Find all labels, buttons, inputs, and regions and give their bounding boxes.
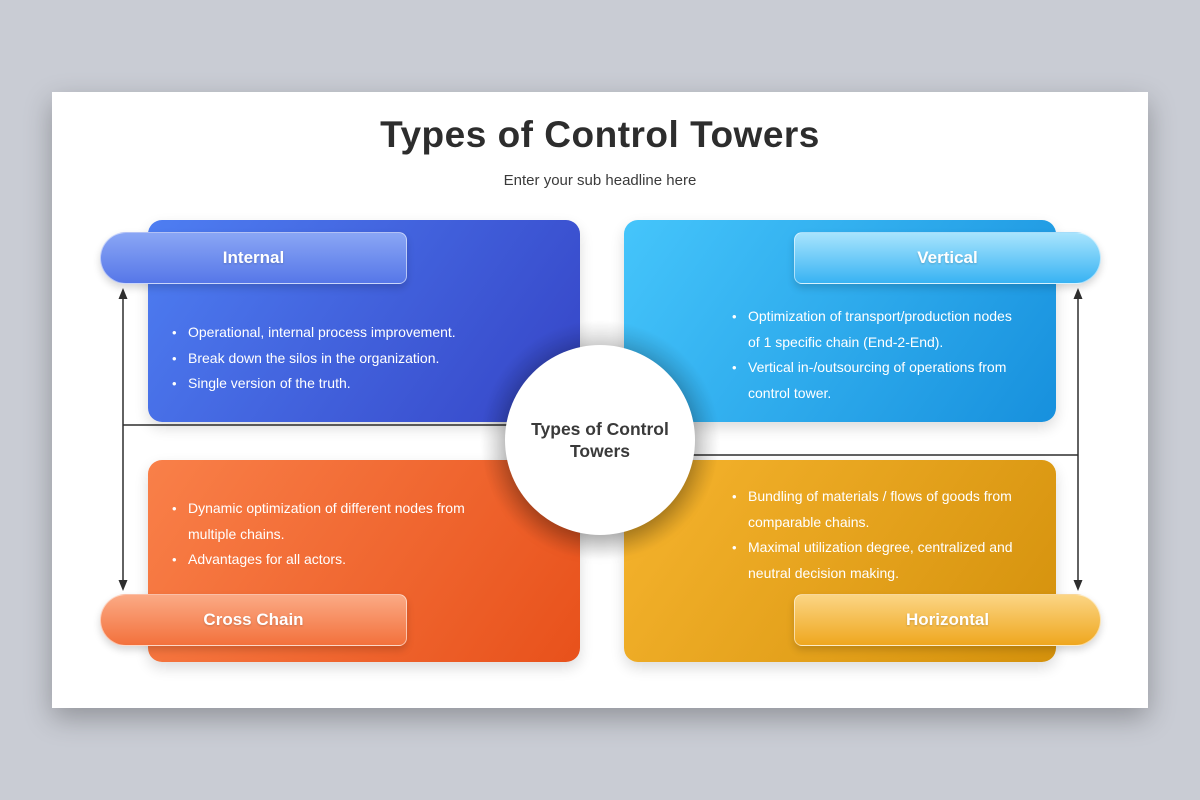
bullet-item: Vertical in-/outsourcing of operations f…	[728, 355, 1016, 406]
center-circle-label: Types of Control Towers	[531, 419, 669, 461]
center-circle: Types of Control Towers	[505, 345, 695, 535]
bullet-item: Operational, internal process improvemen…	[168, 320, 550, 346]
right-connector-arrow	[643, 288, 1083, 591]
quadrant-label-text: Internal	[222, 248, 285, 267]
bullet-item: Bundling of materials / flows of goods f…	[728, 484, 1050, 535]
arrowhead-up-icon	[1073, 288, 1083, 299]
quadrant-label-text: Horizontal	[905, 610, 990, 629]
bullet-item: Maximal utilization degree, centralized …	[728, 535, 1050, 586]
quadrant-label-internal: Internal	[100, 232, 407, 284]
bullet-item: Break down the silos in the organization…	[168, 346, 550, 372]
quadrant-label-horizontal: Horizontal	[794, 594, 1101, 646]
left-connector-arrow	[118, 288, 557, 591]
arrowhead-up-icon	[118, 288, 128, 299]
arrowhead-down-icon	[118, 580, 128, 591]
slide: Types of Control Towers Enter your sub h…	[52, 92, 1148, 708]
page-subtitle: Enter your sub headline here	[503, 172, 697, 189]
quadrant-label-text: Vertical	[917, 248, 978, 267]
quadrant-label-text: Cross Chain	[203, 610, 304, 629]
bullet-list-horizontal: Bundling of materials / flows of goods f…	[624, 460, 1056, 586]
bullet-list-cross-chain: Dynamic optimization of different nodes …	[148, 460, 580, 573]
bullet-item: Dynamic optimization of different nodes …	[168, 496, 470, 547]
bullet-item: Single version of the truth.	[168, 371, 550, 397]
quadrant-label-vertical: Vertical	[794, 232, 1101, 284]
connector-arrows	[118, 288, 1083, 591]
bullet-list-internal: Operational, internal process improvemen…	[148, 220, 580, 397]
page-title: Types of Control Towers	[380, 114, 820, 155]
bullet-item: Optimization of transport/production nod…	[728, 304, 1016, 355]
arrowhead-down-icon	[1073, 580, 1083, 591]
bullet-list-vertical: Optimization of transport/production nod…	[624, 220, 1056, 406]
quadrant-label-cross-chain: Cross Chain	[100, 594, 407, 646]
bullet-item: Advantages for all actors.	[168, 547, 470, 573]
